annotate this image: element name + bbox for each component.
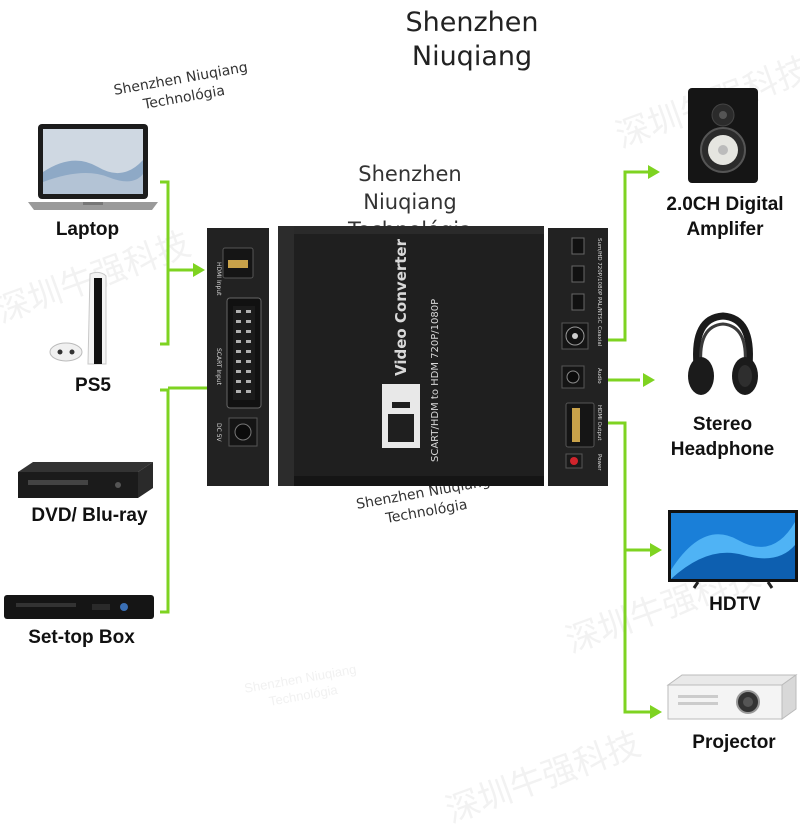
source-label-ps5: PS5	[75, 375, 111, 396]
source-label-settop: Set-top Box	[28, 627, 135, 648]
device-right-panel: Sum/HD 720P/1080P PAL/NTSC Coaxial Audio…	[548, 228, 608, 486]
port-label-scart-input: SCART Input	[215, 348, 222, 386]
hdmi-output-port	[565, 402, 595, 448]
output-label-headphone: Stereo Headphone	[670, 414, 775, 460]
projector-image	[666, 674, 798, 720]
mode-switches	[571, 237, 585, 311]
device-left-panel: HDMI Input SCART Input DC 5V	[207, 228, 269, 486]
hd-logo	[382, 384, 420, 448]
port-label-coaxial: Coaxial	[596, 326, 602, 347]
dc-power-port	[228, 417, 258, 447]
speaker-image	[688, 88, 758, 183]
headphones-image	[688, 312, 758, 395]
output-label-hdtv: HDTV	[709, 594, 761, 615]
hdmi-input-port	[222, 247, 254, 279]
scart-input-port	[226, 297, 262, 409]
output-label-amplifier: 2.0CH Digital Amplifer	[666, 194, 784, 240]
brand-top: Shenzhen Niuqiang	[405, 7, 539, 72]
source-label-laptop: Laptop	[55, 219, 120, 240]
device-body: Video Converter SCART/HDM to HDM 720P/10…	[278, 226, 544, 486]
coaxial-port	[561, 322, 589, 350]
port-label-dc: DC 5V	[215, 423, 222, 443]
port-label-hdmi-output: HDMI Output	[596, 405, 602, 441]
dvd-player-image	[18, 462, 153, 498]
laptop-image	[28, 124, 158, 210]
source-label-dvd: DVD/ Blu-ray	[31, 505, 148, 526]
output-label-projector: Projector	[692, 732, 776, 753]
set-top-box-image	[4, 595, 154, 619]
switch-labels: Sum/HD 720P/1080P PAL/NTSC	[596, 238, 602, 324]
port-label-hdmi-input: HDMI Input	[215, 262, 222, 296]
hdtv-image	[668, 510, 798, 589]
power-led	[565, 453, 583, 469]
device-name: Video Converter	[392, 238, 410, 376]
device-subtitle: SCART/HDM to HDM 720P/1080P	[430, 299, 441, 462]
ps5-image	[49, 271, 107, 365]
port-label-audio: Audio	[596, 368, 602, 384]
audio-port	[561, 365, 585, 389]
port-label-power: Power	[596, 454, 602, 471]
